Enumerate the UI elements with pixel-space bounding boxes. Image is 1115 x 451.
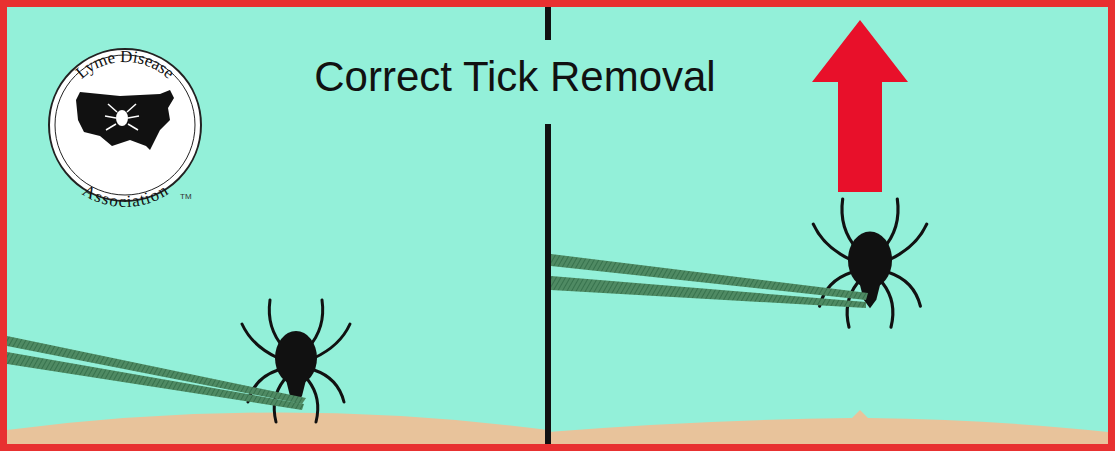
tick (813, 199, 926, 327)
logo-text: Lyme Disease (72, 47, 178, 82)
trademark: TM (180, 192, 192, 201)
tweezers (551, 276, 866, 308)
logo-text: Association (79, 181, 171, 212)
logo: Lyme Disease Association (49, 47, 201, 211)
up-arrow (812, 20, 908, 192)
skin-tented (548, 410, 1108, 444)
tweezers (7, 352, 304, 410)
ground (7, 7, 1108, 444)
svg-text:Association: Association (79, 181, 171, 212)
divider (545, 7, 551, 40)
title: Correct Tick Removal (215, 54, 815, 100)
svg-text:Lyme Disease: Lyme Disease (72, 47, 178, 82)
divider (545, 124, 551, 444)
skin (7, 413, 548, 445)
